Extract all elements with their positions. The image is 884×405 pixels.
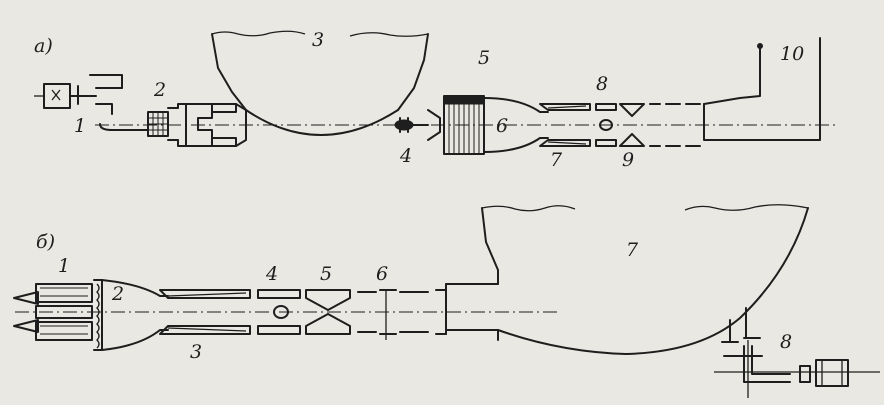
- panel-a-callout-9: 9: [622, 149, 634, 171]
- panel-a-honeycomb: [147, 111, 169, 137]
- panel-a-callout-5: 5: [478, 47, 490, 69]
- panel-a-callout-1: 1: [74, 115, 86, 137]
- panel-b-callout-3: 3: [190, 341, 202, 363]
- panel-b-callout-1: 1: [58, 255, 70, 277]
- panel-b-duct: [435, 283, 499, 341]
- panel-a-screen-hatching: [448, 96, 480, 154]
- panel-a-callout-10: 10: [780, 43, 804, 65]
- panel-b-nozzle: [159, 289, 251, 335]
- panel-a-callout-2: 2: [153, 79, 166, 101]
- panel-b-section-4: [257, 289, 301, 335]
- panel-b-callout-8: 8: [780, 331, 792, 353]
- panel-a-motor: [34, 74, 149, 131]
- panel-a-model: [394, 109, 441, 141]
- panel-b-label: б): [36, 231, 55, 253]
- panel-a: а) 1 2 3 4 5 6 7 8 9 10: [34, 29, 835, 171]
- panel-a-callout-7: 7: [550, 149, 563, 171]
- panel-a-nozzle: [167, 103, 247, 147]
- panel-b-chamber: [481, 204, 809, 355]
- panel-a-second-nozzle: [483, 97, 591, 153]
- panel-a-callout-6: 6: [496, 115, 508, 137]
- panel-b-callout-5: 5: [320, 263, 332, 285]
- panel-b-callout-2: 2: [111, 283, 124, 305]
- panel-b-callout-6: 6: [376, 263, 388, 285]
- panel-a-callout-3: 3: [312, 29, 324, 51]
- panel-a-callout-4: 4: [399, 145, 412, 167]
- panel-b-callout-7: 7: [626, 239, 639, 261]
- panel-a-throat-section: [595, 103, 701, 147]
- panel-a-label: а): [34, 35, 53, 57]
- panel-b-motor: [714, 337, 880, 398]
- panel-b-section-5: [305, 289, 351, 335]
- panel-b: б) 1 2 3 4 5 6 7 8: [13, 204, 880, 398]
- panel-a-chamber: [211, 30, 429, 136]
- panel-b-callout-4: 4: [265, 263, 278, 285]
- panel-a-screen: [443, 95, 485, 155]
- panel-b-screen: [93, 279, 169, 351]
- panel-a-callout-8: 8: [596, 73, 608, 95]
- panel-a-exhaust: [703, 37, 821, 141]
- panel-b-section-6: [357, 289, 429, 340]
- panel-b-burners: [13, 283, 93, 341]
